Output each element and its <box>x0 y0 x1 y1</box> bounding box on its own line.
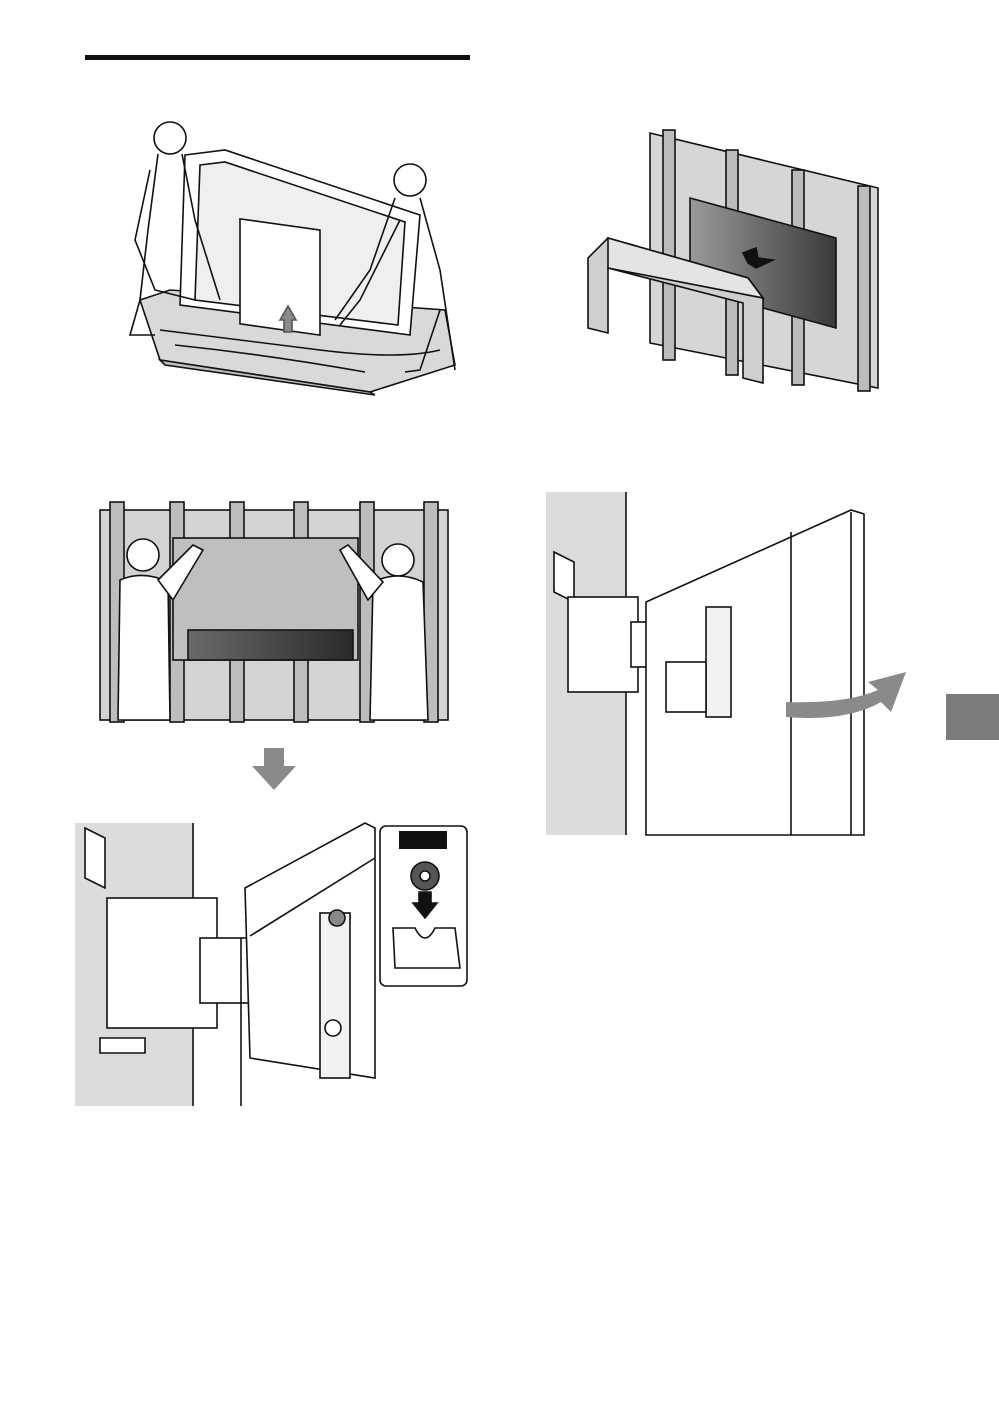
tv-rotating-on-bracket-illustration <box>546 492 916 837</box>
tv-hooked-on-wall-bracket-illustration <box>75 818 470 1108</box>
section-rule <box>85 55 470 60</box>
callout-label <box>399 831 447 849</box>
down-arrow-icon <box>250 748 298 792</box>
lift-tv-from-box-illustration <box>120 110 465 400</box>
remove-protective-cover-illustration <box>578 128 883 393</box>
two-people-holding-tv-at-wall-illustration <box>98 500 450 725</box>
section-tab <box>946 694 999 740</box>
